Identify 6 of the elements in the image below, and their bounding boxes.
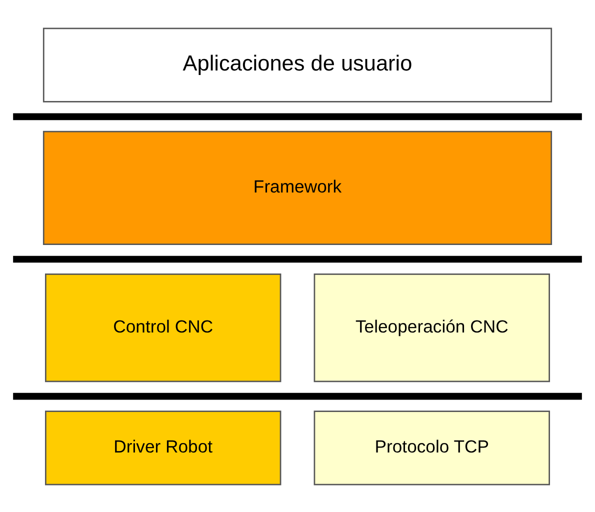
node-box: Aplicaciones de usuario xyxy=(42,27,552,102)
node-box: Control CNC xyxy=(45,272,282,382)
node-box: Protocolo TCP xyxy=(314,410,550,485)
node-box: Teleoperación CNC xyxy=(314,272,550,382)
node-box: Driver Robot xyxy=(45,410,282,485)
node-box: Framework xyxy=(42,130,552,244)
